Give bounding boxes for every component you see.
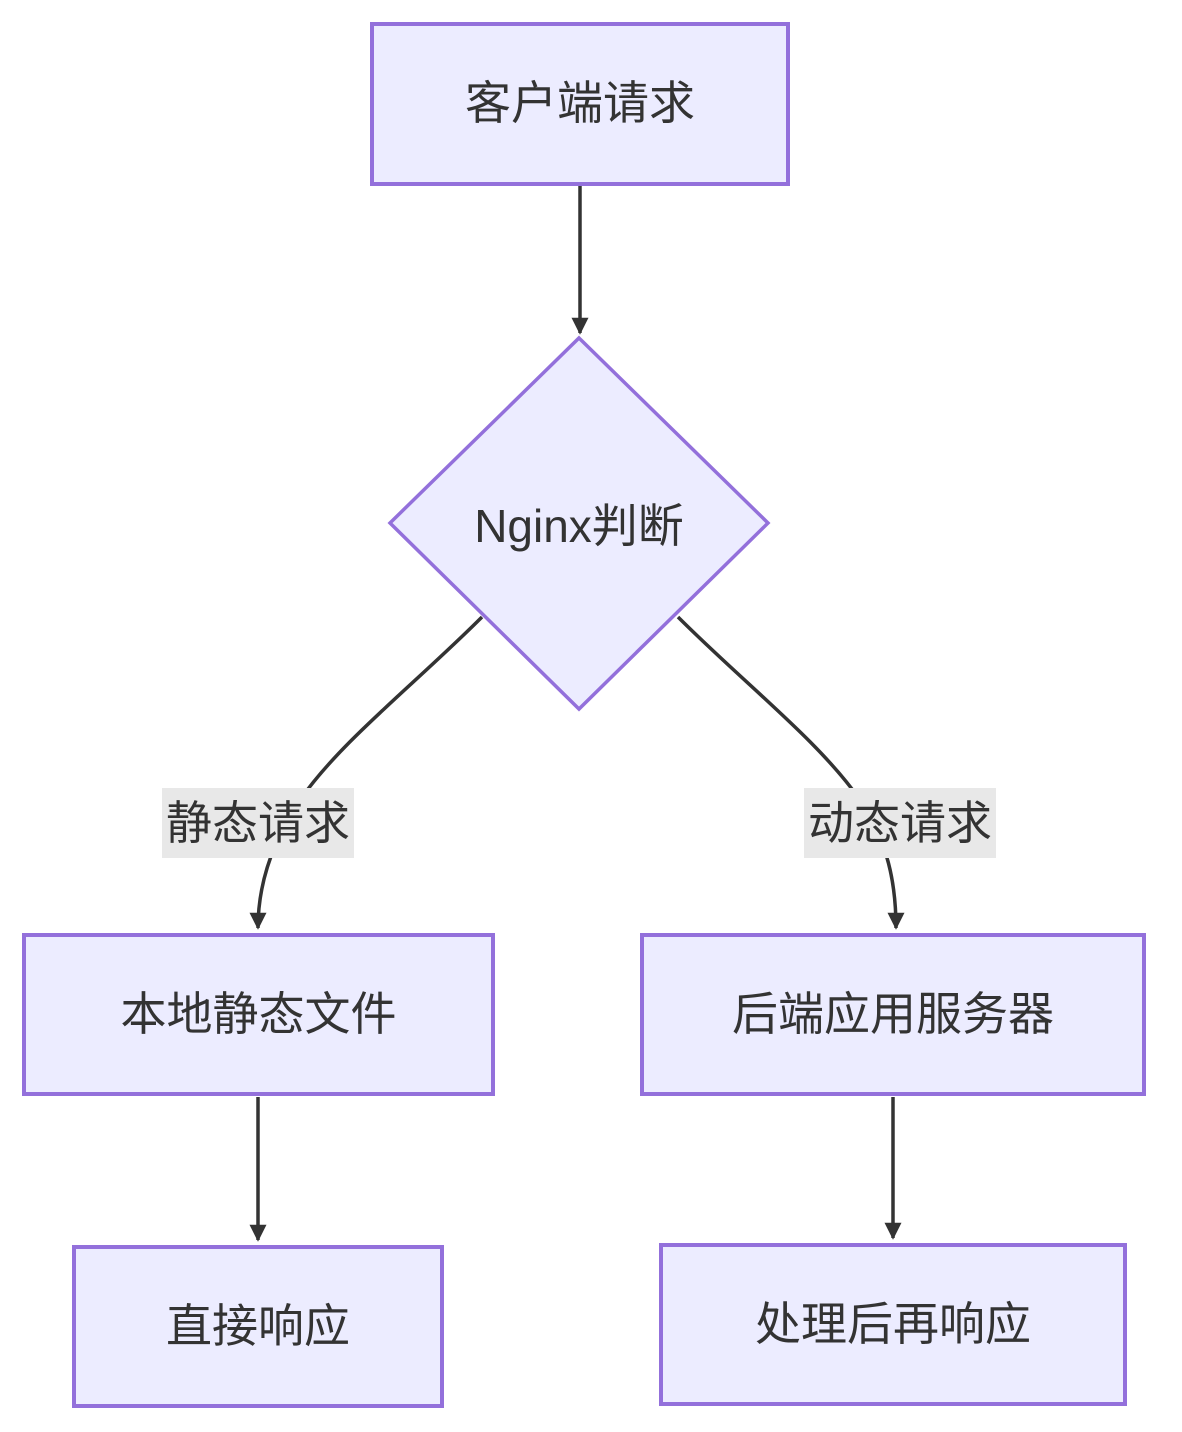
node-backend-app-server-label: 后端应用服务器 [732,987,1054,1040]
node-client-request-label: 客户端请求 [465,77,695,130]
node-direct-response-label: 直接响应 [166,1299,350,1352]
edge-nginx-to-backend [676,615,905,930]
node-process-then-respond: 处理后再响应 [659,1243,1127,1406]
node-direct-response: 直接响应 [72,1245,444,1408]
node-nginx-decision-shape [387,335,771,712]
node-nginx-decision: Nginx判断 [389,488,769,558]
edge-label-dynamic-request: 动态请求 [804,788,996,858]
node-local-static-files: 本地静态文件 [22,933,495,1096]
node-process-then-respond-label: 处理后再响应 [755,1297,1031,1350]
edge-nginx-to-static [249,615,484,930]
node-client-request: 客户端请求 [370,22,790,186]
node-backend-app-server: 后端应用服务器 [640,933,1146,1096]
node-local-static-files-label: 本地静态文件 [120,987,397,1040]
edge-label-static-request: 静态请求 [162,788,354,858]
node-nginx-decision-label: Nginx判断 [474,500,684,552]
